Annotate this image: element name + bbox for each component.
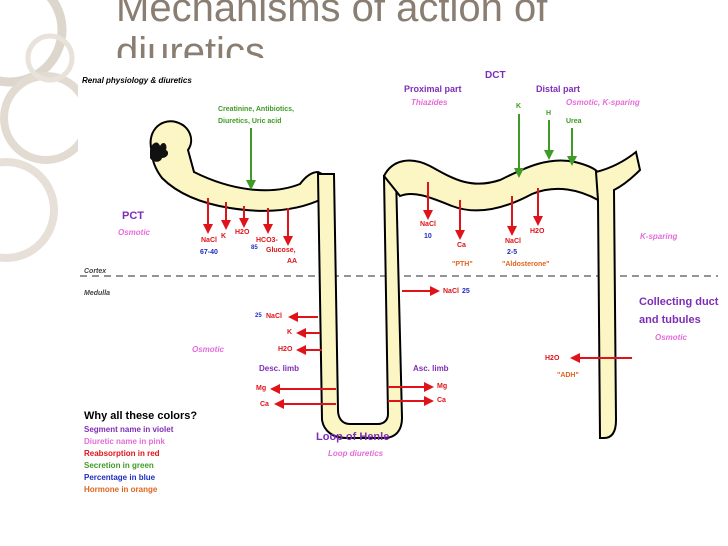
reabs-asc-ca: Ca [437,397,446,404]
secretion-label-h: H [546,110,552,117]
secretion-label-urea: Urea [566,118,582,125]
legend-item: Reabsorption in red [84,449,160,458]
hormone-adh: "ADH" [557,372,579,379]
secretion-label-pct-line1: Creatinine, Antibiotics, [218,106,294,113]
diagram-panel [78,58,718,516]
pct-tubule [149,120,328,212]
reabs-pct-nacl: NaCl [201,237,217,244]
reabs-dct-ca: Ca [457,242,466,249]
legend-heading: Why all these colors? [84,410,198,422]
reabs-desc-k: K [287,329,293,336]
segment-label-collecting-line2: and tubules [639,314,701,326]
reabs-pct-aa: AA [287,258,298,265]
reabs-desc-h2o: H2O [278,346,293,353]
legend-item: Hormone in orange [84,485,158,494]
asc-nacl-percent: 25 [462,288,470,295]
segment-label-dct: DCT [485,70,506,81]
desc-nacl-percent: 25 [255,313,262,319]
secretion-label-pct-line2: Diuretics, Uric acid [218,118,282,125]
reabs-dct-nacl: NaCl [420,221,436,228]
reabs-asc-nacl: NaCl [443,288,459,295]
reabs-dct-h2o: H2O [530,228,545,235]
legend-item: Segment name in violet [84,425,174,434]
reabs-pct-k: K [221,233,227,240]
deco-ring-1 [0,0,67,87]
deco-ring-2 [0,72,92,164]
diuretic-label-loop: Loop diuretics [328,449,384,458]
legend-item: Diuretic name in pink [84,437,165,446]
segment-label-distal-part: Distal part [536,84,581,94]
dct-tubule [382,159,602,212]
reabs-desc-mg: Mg [256,385,267,392]
reabs-pct-h2o: H2O [235,229,250,236]
region-label-medulla: Medulla [84,290,111,297]
reabs-coll-h2o: H2O [545,355,560,362]
segment-label-asc-limb: Asc. limb [413,364,449,373]
pct-h2o-percent: 85 [251,245,258,251]
reabs-desc-nacl: NaCl [266,313,282,320]
diuretic-label-pct-osmotic: Osmotic [118,228,151,237]
color-legend: Why all these colors? Segment name in vi… [84,410,304,496]
reabs-asc-mg: Mg [437,383,448,390]
hormone-pth: "PTH" [452,261,473,268]
reabs-pct-glucose: Glucose, [266,247,296,254]
diuretic-label-collecting-osmotic: Osmotic [655,333,688,342]
segment-label-loop: Loop of Henle [316,431,390,443]
segment-label-pct: PCT [122,210,144,222]
reabs-dct2-nacl: NaCl [505,238,521,245]
deco-ring-4 [25,33,75,83]
reabs-desc-ca: Ca [260,401,269,408]
diuretic-label-desc-osmotic: Osmotic [192,345,225,354]
loop-of-henle-tubule [316,173,404,439]
collecting-duct-tubule [594,150,642,439]
region-label-cortex: Cortex [84,268,107,275]
reabs-pct-hco3: HCO3- [256,237,278,244]
glomerulus-shape [150,142,169,162]
segment-label-collecting-line1: Collecting duct [639,296,719,308]
legend-item: Secretion in green [84,461,154,470]
pct-nacl-percent: 67-40 [200,249,218,256]
segment-label-proximal-part: Proximal part [404,84,462,94]
secretion-label-k: K [516,103,522,110]
diagram-subtitle: Renal physiology & diuretics [82,76,192,85]
deco-ring-3 [0,158,58,262]
diuretic-label-thiazides: Thiazides [411,98,448,107]
diuretic-label-osmotic-ksparing: Osmotic, K-sparing [566,98,640,107]
dct-nacl-percent: 10 [424,233,432,240]
diuretic-label-ksparing: K-sparing [640,232,678,241]
legend-item: Percentage in blue [84,473,156,482]
segment-label-desc-limb: Desc. limb [259,364,300,373]
hormone-aldosterone: "Aldosterone" [502,261,550,268]
dct2-nacl-percent: 2-5 [507,249,518,256]
